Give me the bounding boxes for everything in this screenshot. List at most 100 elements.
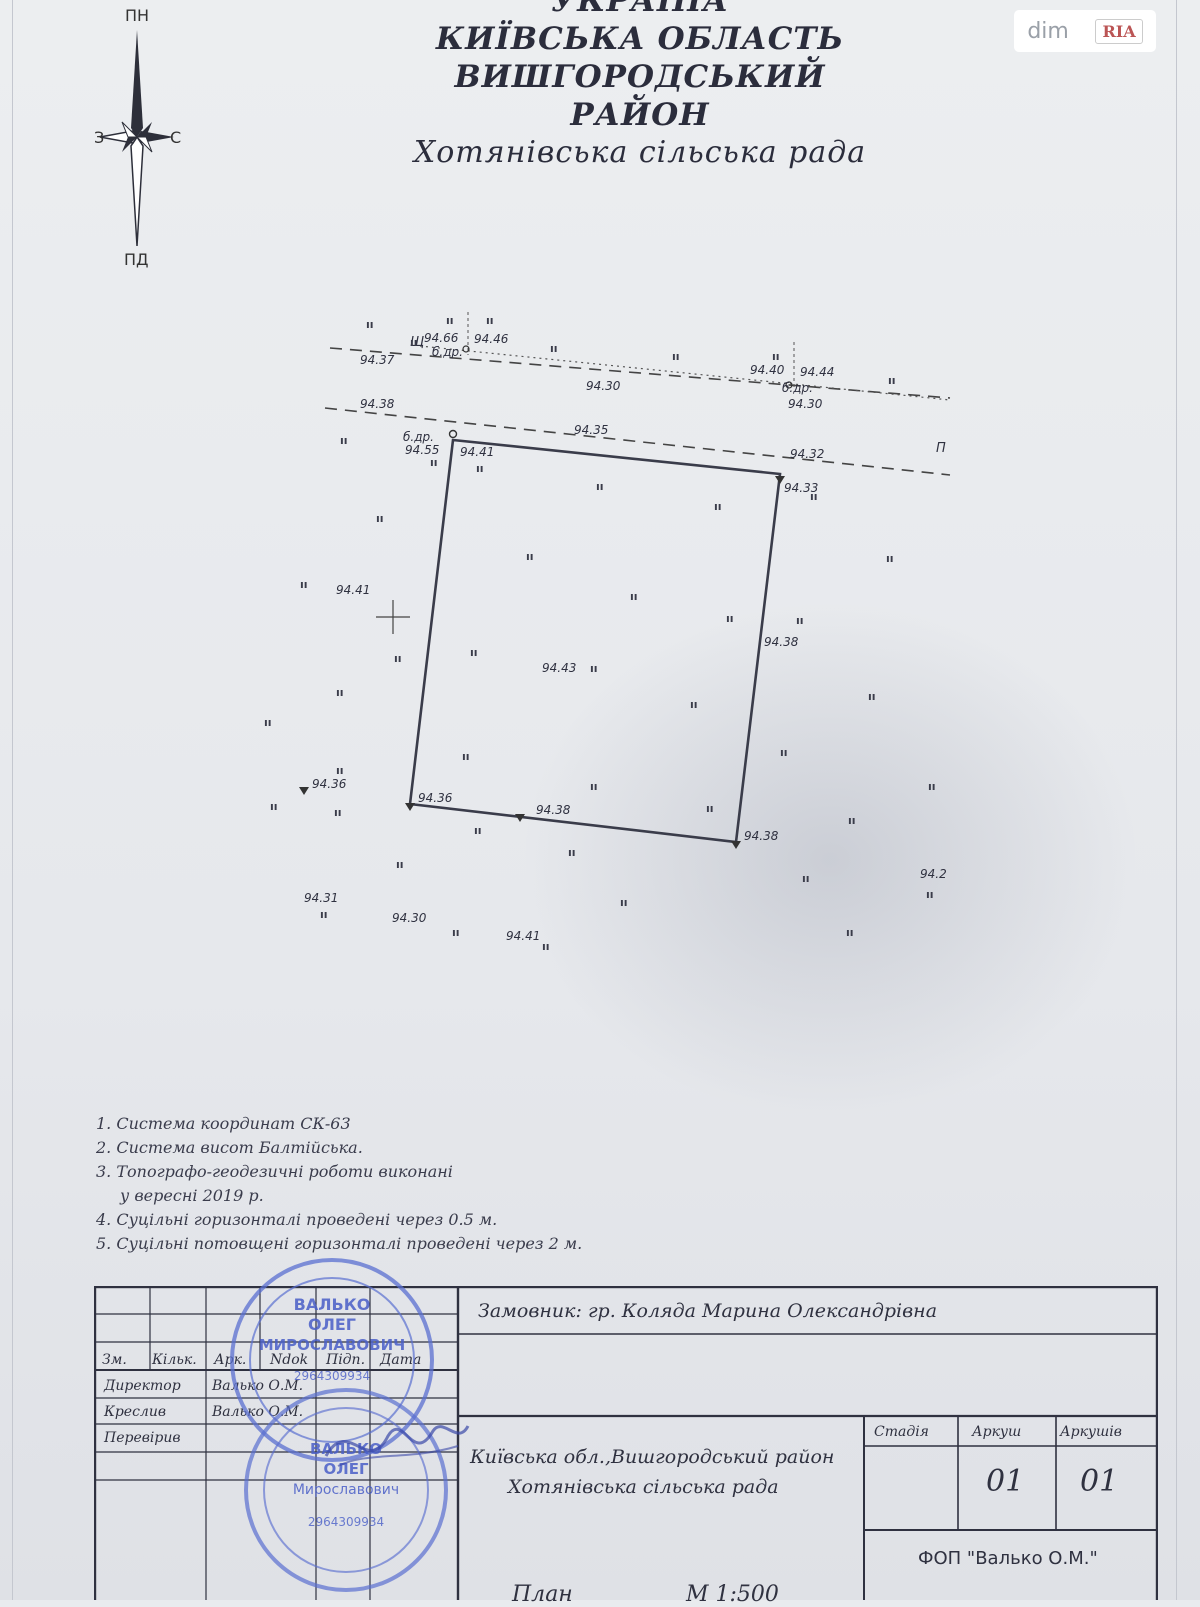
svg-text:ıı: ıı [690, 698, 698, 711]
elevation-label: 94.38 [744, 829, 779, 843]
survey-point-icon [731, 841, 741, 849]
note-item: 4. Суцільні горизонталі проведені через … [96, 1210, 498, 1229]
company-name: ФОП "Валько О.М." [918, 1548, 1098, 1569]
elevation-label: 94.30 [586, 379, 621, 393]
upper-road-marker: Щ [410, 335, 424, 350]
svg-text:ıı: ıı [928, 780, 936, 793]
svg-text:ıı: ıı [714, 500, 722, 513]
column-header: Дата [380, 1352, 422, 1368]
elevation-label: 94.33 [784, 481, 818, 495]
svg-text:ıı: ıı [452, 926, 460, 939]
role-director: Директор [104, 1378, 181, 1394]
survey-point-icon [775, 476, 785, 484]
compass-icon [99, 30, 174, 247]
title-block: Зм. Кільк. Арк. Ndok Підп. Дата Директор… [94, 1286, 1158, 1607]
svg-text:ıı: ıı [396, 858, 404, 871]
note-item: 3. Топографо-геодезичні роботи виконані [96, 1162, 453, 1181]
sheets-label: Аркушів [1060, 1424, 1122, 1440]
svg-text:ıı: ıı [340, 434, 348, 447]
svg-text:ıı: ıı [486, 314, 494, 327]
header-district: ВИШГОРОДСЬКИЙ РАЙОН [454, 59, 826, 133]
column-header: Підп. [326, 1352, 366, 1368]
elevation-label: 94.32 [790, 447, 824, 461]
tree-label: б.др. [403, 430, 434, 444]
svg-text:ıı: ıı [474, 824, 482, 837]
tree-marker-icon [462, 345, 470, 353]
svg-text:ıı: ıı [590, 662, 598, 675]
compass-north-label: ПН [125, 6, 150, 25]
role-checker: Перевірив [104, 1430, 181, 1446]
elevation-label: 94.36 [312, 777, 347, 791]
column-header: Арк. [214, 1352, 247, 1368]
role-drafter-name: Валько О.М. [212, 1404, 304, 1420]
tree-marker-icon [785, 381, 793, 389]
elevation-label: 94.37 [360, 353, 395, 367]
column-header: Ndok [270, 1352, 309, 1368]
svg-text:ıı: ıı [270, 800, 278, 813]
svg-text:ıı: ıı [320, 908, 328, 921]
svg-text:ıı: ıı [264, 716, 272, 729]
svg-text:ıı: ıı [568, 846, 576, 859]
sheet-label: Аркуш [972, 1424, 1022, 1440]
svg-text:ıı: ıı [430, 456, 438, 469]
elevation-label: 94.38 [360, 397, 395, 411]
svg-text:ıı: ıı [336, 764, 344, 777]
svg-text:ıı: ıı [590, 780, 598, 793]
topographic-plan: Щ П б.др. б.др. б.др. 94.66 94.46 94.37 … [264, 312, 951, 953]
svg-text:ıı: ıı [462, 750, 470, 763]
location-line1: Київська обл.,Вишгородський район [470, 1446, 835, 1468]
svg-text:ıı: ıı [376, 512, 384, 525]
scale-label: М 1:500 [686, 1582, 779, 1607]
plan-header: УКРАЇНА КИЇВСЬКА ОБЛАСТЬ ВИШГОРОДСЬКИЙ Р… [400, 0, 880, 172]
road-boundary-upper [329, 347, 951, 399]
watermark-ria-text: RIA [1095, 18, 1143, 44]
meadow-symbols: ıı ıı ıı ıı ıı ıı ıı ıı ıı ıı ıı ıı ıı ıı ıı ıı ıı ı… [264, 314, 936, 953]
note-item: 1. Система координат СК-63 [96, 1114, 351, 1133]
svg-text:ıı: ıı [886, 552, 894, 565]
elevation-label: 94.31 [304, 891, 338, 905]
tree-label: б.др. [432, 345, 463, 359]
svg-text:ıı: ıı [394, 652, 402, 665]
sheet-edge-left [12, 0, 13, 1600]
header-country: УКРАЇНА [551, 0, 729, 19]
svg-text:ıı: ıı [476, 462, 484, 475]
svg-text:ıı: ıı [542, 940, 550, 953]
compass-west-label: З [94, 128, 105, 147]
plan-label: План [512, 1582, 573, 1607]
elevation-label: 94.66 [424, 331, 459, 345]
svg-text:ıı: ıı [446, 314, 454, 327]
svg-text:ıı: ıı [630, 590, 638, 603]
dim-ria-watermark: dim RIA [1014, 10, 1156, 52]
elevation-label: 94.38 [536, 803, 571, 817]
role-director-name: Валько О.М. [212, 1378, 304, 1394]
svg-text:ıı: ıı [780, 746, 788, 759]
sheet-edge-right [1176, 0, 1177, 1600]
elevation-label: 94.41 [460, 445, 494, 459]
svg-text:ıı: ıı [848, 814, 856, 827]
svg-text:ıı: ıı [926, 888, 934, 901]
elevation-label: 94.41 [336, 583, 370, 597]
elevation-label: 94.40 [750, 363, 785, 377]
survey-point-icon [515, 814, 525, 822]
elevation-label: 94.43 [542, 661, 576, 675]
svg-text:ıı: ıı [550, 342, 558, 355]
compass-south-label: ПД [124, 250, 149, 269]
survey-point-icon [405, 803, 415, 811]
svg-text:ıı: ıı [336, 686, 344, 699]
svg-text:ıı: ıı [300, 578, 308, 591]
svg-text:ıı: ıı [796, 614, 804, 627]
compass-rose: ПН ПД З С [92, 0, 192, 280]
svg-text:ıı: ıı [526, 550, 534, 563]
svg-text:ıı: ıı [868, 690, 876, 703]
elevation-label: 94.2 [920, 867, 947, 881]
svg-text:ıı: ıı [706, 802, 714, 815]
role-drafter: Креслив [104, 1404, 167, 1420]
svg-text:ıı: ıı [620, 896, 628, 909]
svg-text:ıı: ıı [772, 350, 780, 363]
elevation-label: 94.30 [392, 911, 427, 925]
svg-text:ıı: ıı [888, 374, 896, 387]
header-region: КИЇВСЬКА ОБЛАСТЬ [435, 21, 845, 57]
header-council: Хотянівська сільська рада [413, 135, 867, 170]
svg-text:ıı: ıı [366, 318, 374, 331]
road-boundary-lower [324, 407, 951, 476]
